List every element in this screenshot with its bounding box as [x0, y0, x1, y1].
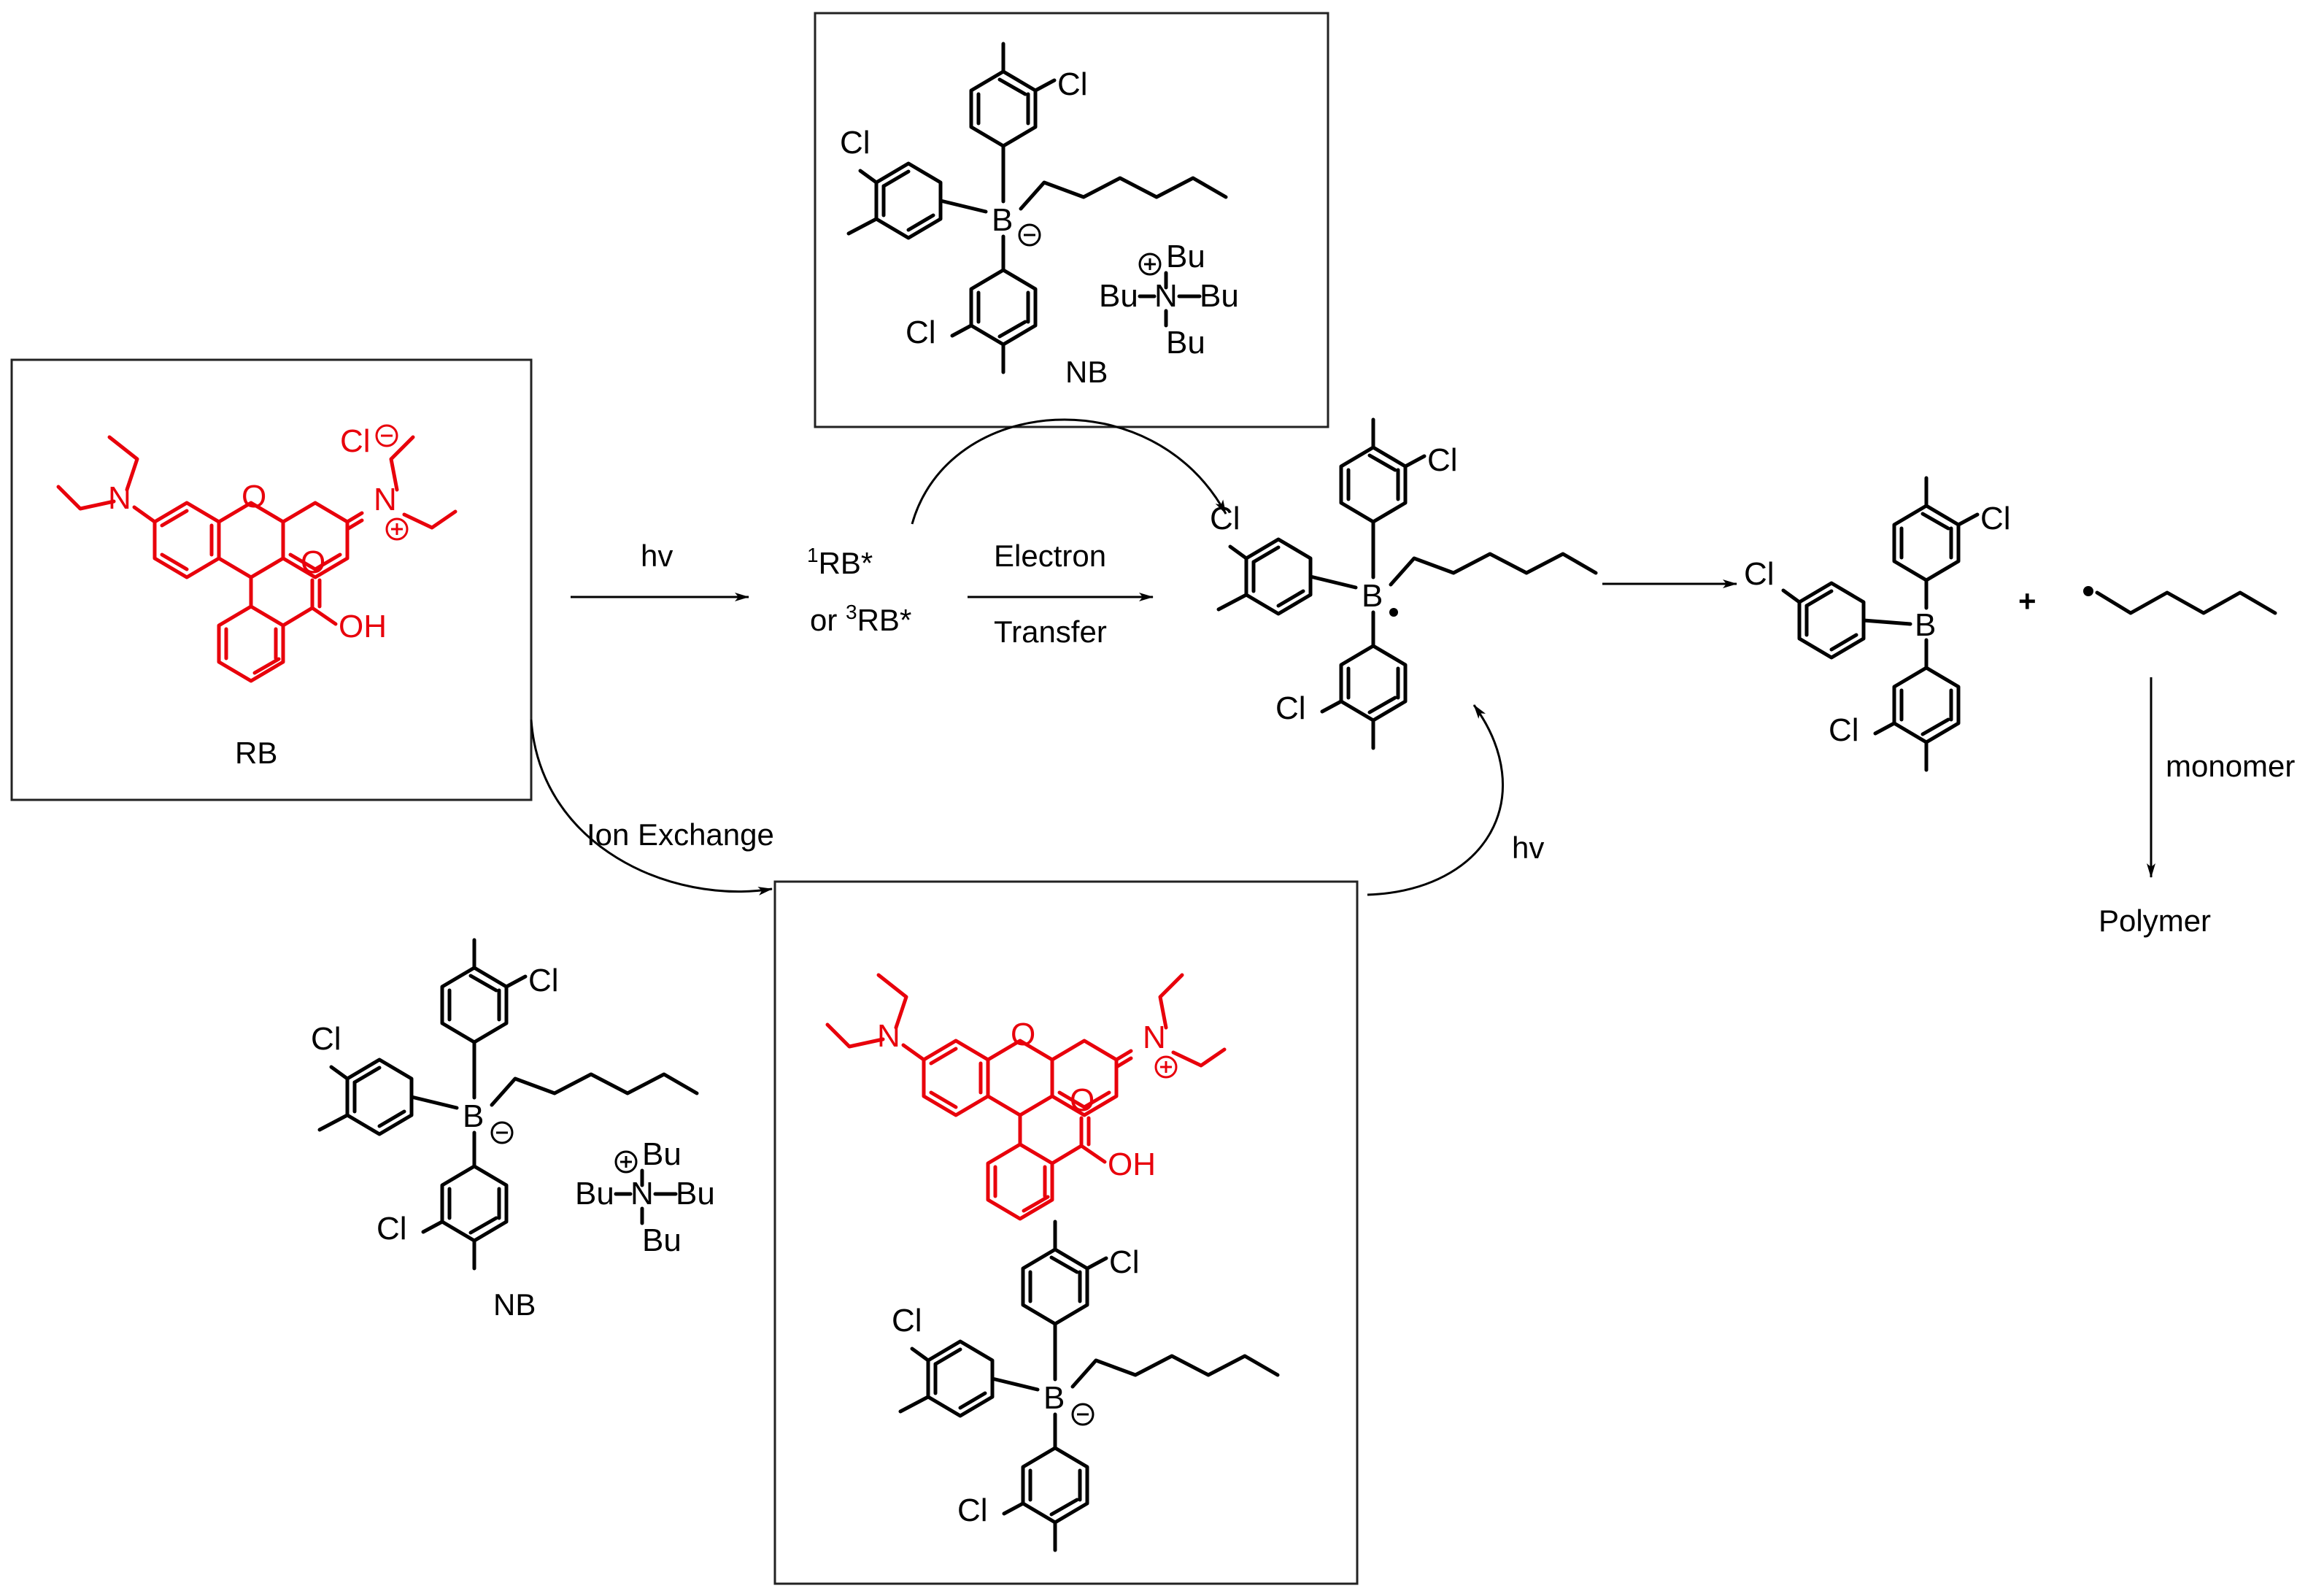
svg-text:N: N: [1143, 1020, 1166, 1055]
photo-excitation-return-arrow: [1367, 704, 1504, 896]
svg-text:Bu: Bu: [676, 1176, 715, 1211]
svg-text:Cl: Cl: [528, 963, 559, 998]
svg-text:Cl: Cl: [1427, 442, 1458, 478]
svg-text:N: N: [374, 482, 397, 517]
svg-text:Bu: Bu: [575, 1176, 614, 1211]
triarylborane-structure: B Cl Cl Cl: [1744, 476, 2011, 772]
ion-exchange-label: Ion Exchange: [587, 817, 774, 852]
nb-frame: [814, 12, 1329, 428]
svg-text:N: N: [108, 480, 131, 516]
boranyl-radical-structure: B Cl Cl Cl: [1210, 420, 1596, 748]
svg-text:Cl: Cl: [1980, 501, 2011, 536]
hexyl-radical-structure: [2083, 586, 2277, 615]
excited-singlet: 1RB*: [807, 544, 873, 580]
svg-text:O: O: [1070, 1082, 1095, 1118]
nb-borate-structure-bottom: B Cl Cl Cl: [311, 940, 697, 1268]
svg-text:O: O: [242, 479, 266, 515]
nb-label-top: NB: [1065, 355, 1108, 389]
svg-text:Cl: Cl: [840, 125, 870, 161]
nb-ammonium-structure: Bu N Bu Bu Bu: [1099, 239, 1239, 361]
svg-text:Bu: Bu: [642, 1136, 682, 1172]
hv-label-2: hv: [1512, 831, 1544, 865]
svg-text:Cl: Cl: [1829, 712, 1859, 748]
ion-pair-borate-anion: B Cl Cl Cl: [892, 1222, 1278, 1550]
svg-text:O: O: [1011, 1017, 1035, 1052]
rb-label: RB: [235, 736, 277, 770]
svg-text:Cl: Cl: [1210, 501, 1240, 536]
monomer-label: monomer: [2166, 749, 2295, 783]
rhodamine-ion-pair-cation: O N N OH O: [827, 975, 1224, 1219]
plus-sign: +: [2018, 584, 2037, 618]
svg-text:Cl: Cl: [1109, 1244, 1140, 1280]
svg-text:O: O: [301, 544, 325, 580]
svg-text:Bu: Bu: [1166, 325, 1205, 361]
svg-text:Bu: Bu: [1200, 278, 1239, 314]
excited-triplet: or 3RB*: [810, 601, 911, 637]
rhodamine-b-structure: O N N OH O Cl: [58, 423, 455, 681]
svg-text:Bu: Bu: [1166, 239, 1205, 274]
electron-label: Electron: [994, 539, 1106, 573]
svg-text:Cl: Cl: [1275, 690, 1306, 726]
svg-text:Cl: Cl: [892, 1303, 922, 1338]
polymer-label: Polymer: [2099, 904, 2211, 938]
svg-text:Bu: Bu: [1099, 278, 1138, 314]
nb-ammonium-structure-bottom: Bu N Bu Bu Bu: [575, 1136, 715, 1258]
svg-text:Bu: Bu: [642, 1222, 682, 1258]
ion-pair-frame: [773, 880, 1359, 1585]
svg-text:Cl: Cl: [377, 1211, 407, 1247]
svg-text:OH: OH: [339, 609, 387, 644]
svg-text:B: B: [463, 1098, 484, 1134]
nb-label-bottom: NB: [493, 1287, 536, 1322]
svg-text:Cl: Cl: [957, 1492, 988, 1528]
svg-text:OH: OH: [1108, 1147, 1156, 1182]
svg-text:Cl: Cl: [340, 423, 371, 459]
transfer-label: Transfer: [994, 615, 1107, 649]
svg-text:Cl: Cl: [311, 1021, 341, 1057]
svg-text:B: B: [1043, 1380, 1065, 1416]
nb-borate-structure: B Cl Cl Cl: [840, 44, 1226, 372]
svg-text:Cl: Cl: [906, 315, 936, 350]
svg-text:N: N: [877, 1018, 900, 1054]
svg-text:B: B: [1362, 578, 1383, 614]
rb-frame: [10, 358, 533, 801]
svg-text:B: B: [992, 202, 1013, 238]
svg-text:Cl: Cl: [1057, 66, 1088, 102]
curved-arrow-nb: [911, 418, 1227, 525]
svg-text:B: B: [1915, 607, 1936, 643]
svg-text:Cl: Cl: [1744, 556, 1775, 592]
hv-label-1: hv: [641, 539, 673, 573]
ion-exchange-arrow: [530, 719, 773, 895]
